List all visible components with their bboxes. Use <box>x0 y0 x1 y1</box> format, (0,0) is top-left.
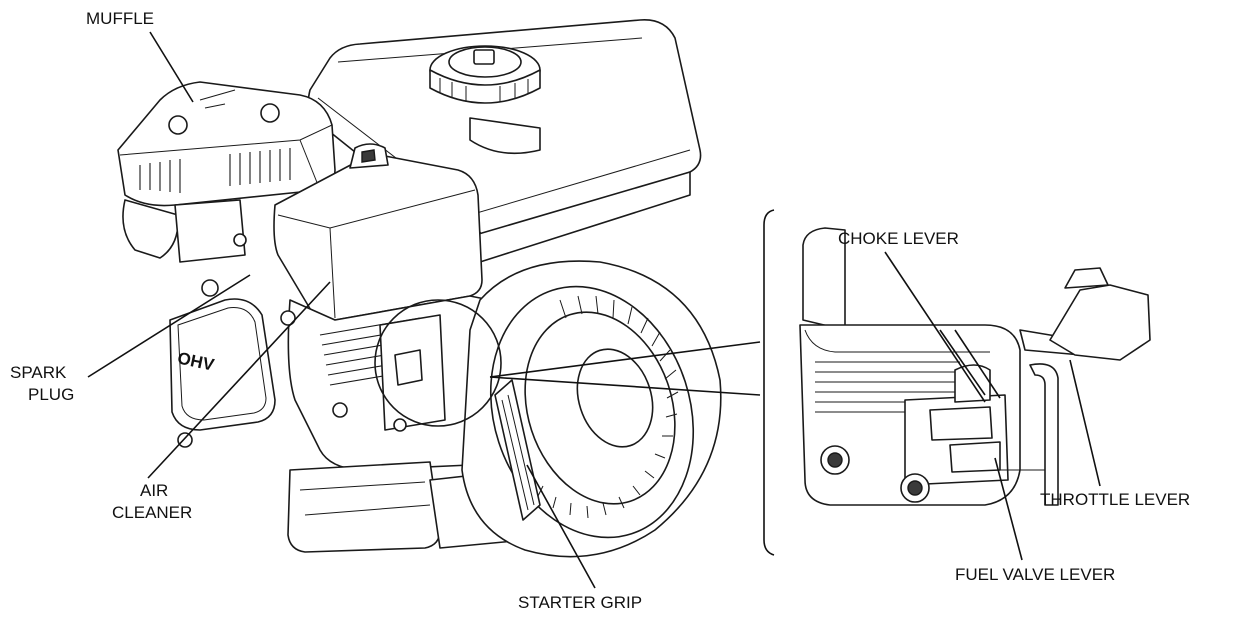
starter-grip-callout: STARTER GRIP <box>518 464 642 612</box>
fuel-valve-lever-callout: FUEL VALVE LEVER <box>955 457 1115 584</box>
air-cleaner-label-line2: CLEANER <box>112 503 192 522</box>
recoil-starter <box>461 260 722 558</box>
muffle-callout: MUFFLE <box>86 9 194 103</box>
starter-grip <box>494 379 541 521</box>
engine-block <box>287 295 501 471</box>
throttle-lever-label: THROTTLE LEVER <box>1040 490 1190 509</box>
air-cleaner-label-line1: AIR <box>140 481 168 500</box>
detail-magnifier <box>374 299 502 427</box>
valve-cover: OHV <box>169 279 296 448</box>
detail-connector-lines <box>489 341 761 396</box>
spark-plug-label-line2: PLUG <box>28 385 74 404</box>
starter-grip-label: STARTER GRIP <box>518 593 642 612</box>
engine-illustration: OHV <box>117 19 722 558</box>
air-cleaner <box>273 143 483 322</box>
spark-plug-label-line1: SPARK <box>10 363 67 382</box>
detail-bracket <box>763 209 775 556</box>
spark-plug-callout: SPARK PLUG <box>10 274 251 404</box>
control-levers-detail <box>799 227 1151 506</box>
fuel-valve-lever-label: FUEL VALVE LEVER <box>955 565 1115 584</box>
air-cleaner-callout: AIR CLEANER <box>112 281 331 522</box>
muffle-label: MUFFLE <box>86 9 154 28</box>
throttle-lever-callout: THROTTLE LEVER <box>1040 359 1190 509</box>
fuel-cap <box>429 45 541 155</box>
choke-lever-label: CHOKE LEVER <box>838 229 959 248</box>
muffler <box>117 81 336 263</box>
choke-lever-callout: CHOKE LEVER <box>838 229 986 403</box>
